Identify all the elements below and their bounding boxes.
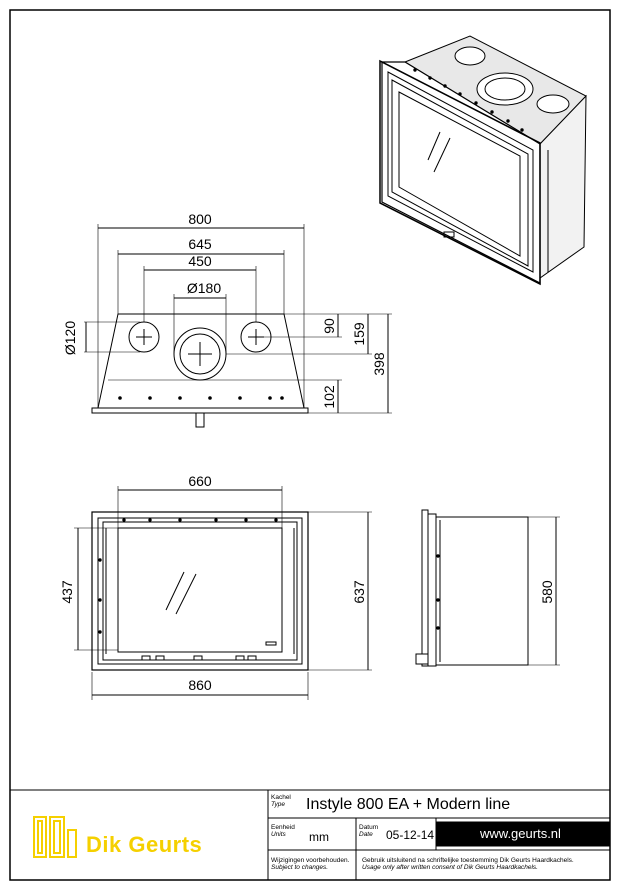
date-label: Datum Date	[359, 824, 378, 838]
type-label-en: Type	[271, 801, 285, 808]
dim-450: 450	[188, 253, 212, 269]
dim-102: 102	[321, 385, 337, 409]
units-label: Eenheid Units	[271, 824, 295, 838]
dik-geurts-logo	[33, 816, 77, 858]
changes-en: Subject to changes.	[271, 864, 329, 871]
type-value: Instyle 800 EA + Modern line	[306, 796, 511, 813]
logo-text: Dik Geurts	[86, 832, 203, 857]
dim-90: 90	[321, 318, 337, 334]
dim-437: 437	[59, 580, 75, 604]
type-label: Kachel Type	[271, 794, 291, 808]
website-link[interactable]: www.geurts.nl	[480, 826, 561, 841]
dim-800: 800	[188, 211, 212, 227]
front-view	[74, 486, 372, 700]
changes-nl: Wijzigingen voorbehouden.	[271, 857, 350, 864]
dim-637: 637	[351, 580, 367, 604]
top-view	[84, 224, 392, 428]
dim-580: 580	[539, 580, 555, 604]
sheet-border	[9, 9, 611, 881]
units-value: mm	[309, 830, 329, 844]
consent-en: Usage only after written consent of Dik …	[362, 864, 538, 871]
date-label-nl: Datum	[359, 824, 379, 831]
dim-645: 645	[188, 236, 212, 252]
title-block-grid	[10, 789, 611, 880]
dim-diameter-120: Ø120	[62, 321, 78, 355]
units-label-nl: Eenheid	[271, 824, 295, 831]
dim-860: 860	[188, 677, 212, 693]
units-label-en: Units	[271, 831, 286, 838]
date-value: 05-12-14	[386, 828, 435, 842]
consent-nl: Gebruik uitsluitend na schriftelijke toe…	[362, 857, 574, 864]
dim-398: 398	[371, 352, 387, 376]
consent-note: Gebruik uitsluitend na schriftelijke toe…	[362, 857, 606, 871]
dim-diameter-180: Ø180	[187, 280, 221, 296]
type-label-nl: Kachel	[271, 794, 291, 801]
date-label-en: Date	[359, 831, 373, 838]
dim-660: 660	[188, 473, 212, 489]
side-view	[415, 509, 560, 667]
isometric-view	[379, 35, 587, 286]
dim-159: 159	[351, 322, 367, 346]
changes-note: Wijzigingen voorbehouden. Subject to cha…	[271, 857, 349, 871]
